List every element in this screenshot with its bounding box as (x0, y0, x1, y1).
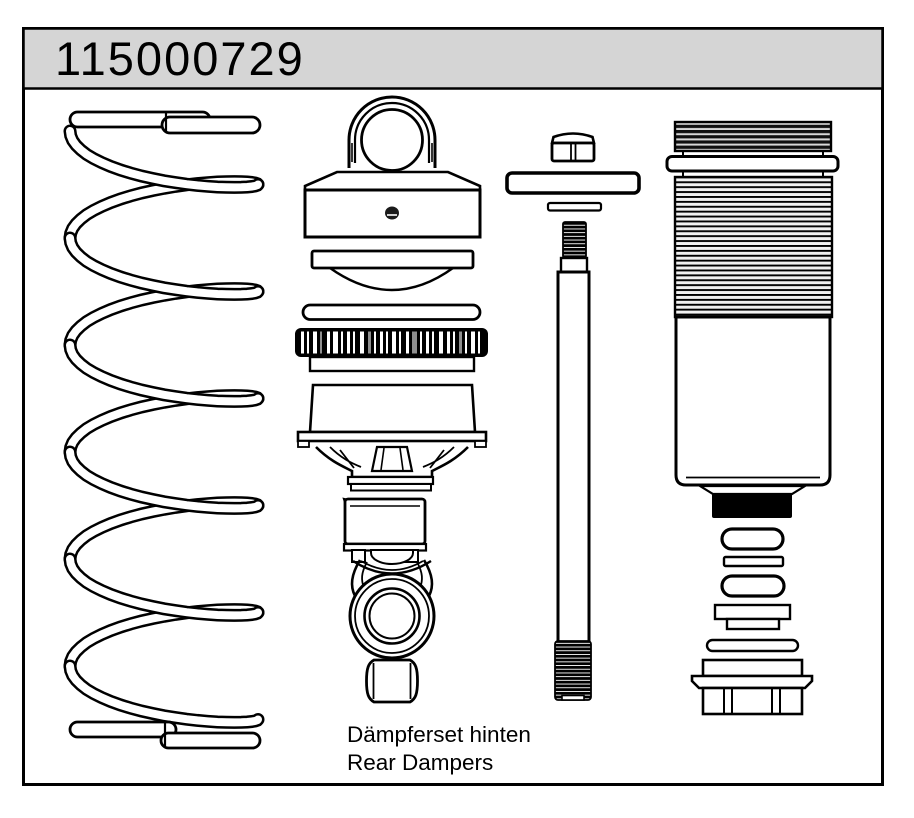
bottom-cap (690, 658, 814, 716)
pivot-ball (365, 658, 419, 704)
body-flange (665, 155, 840, 173)
body-oring-2 (720, 574, 786, 598)
coil-spring-flat-ends (68, 110, 262, 750)
shock-body (665, 120, 840, 518)
bleed-hole (385, 206, 399, 220)
body-thread-main (673, 175, 834, 319)
bottom-cap-gasket (705, 638, 800, 653)
body-seal-stack (690, 527, 814, 716)
spring-perch (296, 383, 488, 492)
caption-german: Dämpferset hinten (347, 722, 531, 747)
diaphragm-plate (310, 249, 475, 292)
shaft-thread-top (562, 221, 587, 259)
body-cylinder (674, 315, 832, 487)
body-thread-lower (712, 493, 792, 518)
part-number: 115000729 (55, 32, 305, 85)
header-band (22, 27, 884, 90)
body-shim-washer (722, 555, 785, 568)
body-thread-top (673, 120, 833, 153)
shaft-guide-spacer (713, 603, 792, 631)
shock-cap-ball-mount (303, 95, 482, 239)
shaft-washer-large (505, 171, 641, 195)
adjuster-collar (308, 355, 476, 373)
cap-oring (301, 303, 482, 321)
caption-english: Rear Dampers (347, 750, 493, 775)
coil-spring (63, 124, 265, 729)
shaft-washer-small (546, 201, 603, 212)
shaft-thread-bottom (554, 640, 592, 701)
shock-shaft (554, 221, 592, 701)
body-oring-1 (720, 527, 785, 551)
ball-mount-hole (360, 108, 424, 172)
lower-rod-end (342, 497, 436, 660)
threaded-adjuster-ring (295, 328, 488, 373)
shaft-lock-nut (550, 132, 596, 163)
